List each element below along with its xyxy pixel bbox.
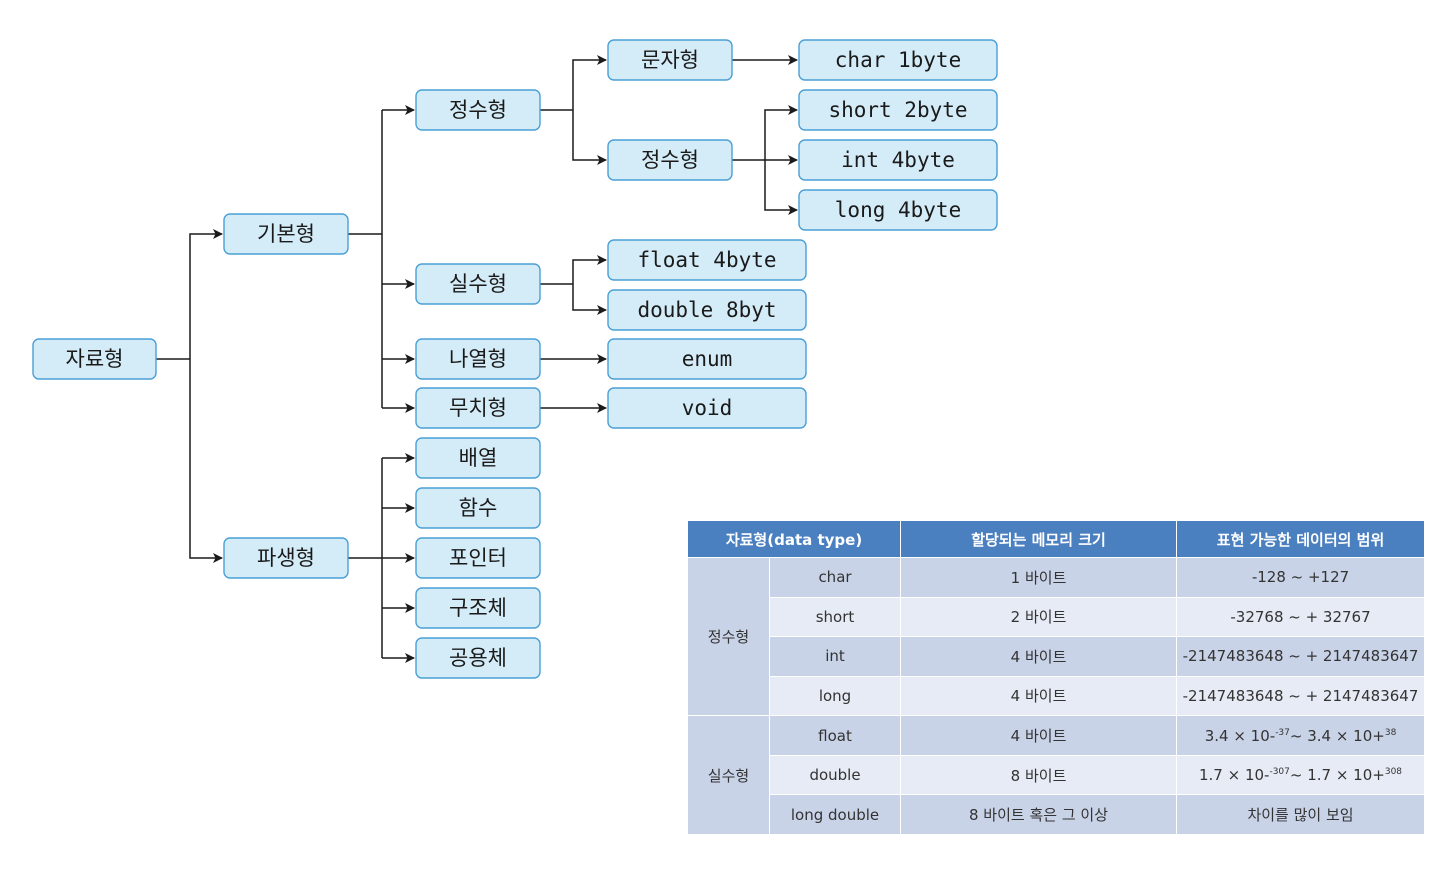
node-integer-group-label: 정수형 <box>449 98 507 122</box>
node-enum-kw: enum <box>607 338 807 380</box>
node-float-size-label: float 4byte <box>637 248 776 272</box>
node-struct-label: 구조체 <box>449 596 507 620</box>
header-memory-size: 할당되는 메모리 크기 <box>900 520 1178 558</box>
cell-type: char <box>768 557 902 598</box>
node-union: 공용체 <box>415 637 541 679</box>
node-enum-group-label: 나열형 <box>449 347 507 371</box>
connector-real-float <box>572 255 607 284</box>
cell-size: 4 바이트 <box>900 715 1178 756</box>
table-row: long 4 바이트 -2147483648 ~ + 2147483647 <box>688 675 1426 717</box>
range-exponent: -37 <box>1275 727 1290 738</box>
node-basic-label: 기본형 <box>257 222 315 246</box>
node-integer-group: 정수형 <box>415 89 541 131</box>
cell-range: -32768 ~ + 32767 <box>1176 596 1426 638</box>
node-int-kind: 정수형 <box>607 139 733 181</box>
cell-type: long <box>768 675 902 717</box>
cell-type: float <box>768 715 902 756</box>
connectors <box>156 55 798 663</box>
node-int-size-label: int 4byte <box>841 148 955 172</box>
table-header-row: 자료형(data type) 할당되는 메모리 크기 표현 가능한 데이터의 범… <box>686 520 1426 558</box>
node-int-size: int 4byte <box>798 139 998 181</box>
node-real-group-label: 실수형 <box>449 272 507 296</box>
range-part: 1.7 × 10- <box>1198 766 1270 785</box>
node-void-group-label: 무치형 <box>449 396 507 420</box>
cell-range: 차이를 많이 보임 <box>1176 794 1426 835</box>
range-exponent: -307 <box>1269 767 1290 778</box>
cell-size: 2 바이트 <box>900 596 1178 638</box>
connector-integer-int <box>572 110 607 165</box>
node-short-size: short 2byte <box>798 89 998 131</box>
node-void-kw-label: void <box>682 396 733 420</box>
node-short-size-label: short 2byte <box>828 98 967 122</box>
cell-type: int <box>768 636 902 677</box>
node-double-size: double 8byt <box>607 289 807 331</box>
range-part: ~ 1.7 × 10+ <box>1289 766 1385 785</box>
range-part: ~ 3.4 × 10+ <box>1289 726 1385 745</box>
cell-size: 8 바이트 혹은 그 이상 <box>900 794 1178 835</box>
cell-size: 8 바이트 <box>900 754 1178 796</box>
table-row: int 4 바이트 -2147483648 ~ + 2147483647 <box>688 636 1426 677</box>
node-function-label: 함수 <box>459 496 498 520</box>
node-int-kind-label: 정수형 <box>641 148 699 172</box>
cell-type: short <box>768 596 902 638</box>
table-row: 정수형 char 1 바이트 -128 ~ +127 <box>687 556 1426 717</box>
node-enum-kw-label: enum <box>682 347 733 371</box>
node-pointer: 포인터 <box>415 537 541 579</box>
node-char-size-label: char 1byte <box>835 48 961 72</box>
node-char-size: char 1byte <box>798 39 998 81</box>
connector-real-double <box>572 284 607 315</box>
connector-int-short <box>764 105 798 160</box>
cell-size: 4 바이트 <box>900 636 1178 677</box>
group-label-real: 실수형 <box>687 715 770 835</box>
table-row: short 2 바이트 -32768 ~ + 32767 <box>688 596 1426 638</box>
node-struct: 구조체 <box>415 587 541 629</box>
node-root-label: 자료형 <box>66 347 124 371</box>
range-exponent: 38 <box>1384 727 1397 738</box>
node-long-size: long 4byte <box>798 189 998 231</box>
cell-range: 3.4 × 10--37~ 3.4 × 10+38 <box>1176 715 1426 756</box>
node-char-kind: 문자형 <box>607 39 733 81</box>
cell-range: -2147483648 ~ + 2147483647 <box>1176 636 1426 677</box>
node-union-label: 공용체 <box>449 646 507 670</box>
header-data-type: 자료형(data type) <box>686 520 902 558</box>
node-double-size-label: double 8byt <box>637 298 776 322</box>
cell-range: 1.7 × 10--307~ 1.7 × 10+308 <box>1176 754 1426 796</box>
node-real-group: 실수형 <box>415 263 541 305</box>
data-type-table: 자료형(data type) 할당되는 메모리 크기 표현 가능한 데이터의 범… <box>686 520 1426 835</box>
cell-size: 1 바이트 <box>900 557 1178 598</box>
node-derived: 파생형 <box>223 537 349 579</box>
node-void-kw: void <box>607 387 807 429</box>
cell-type: double <box>768 754 902 796</box>
header-value-range: 표현 가능한 데이터의 범위 <box>1176 520 1426 558</box>
node-void-group: 무치형 <box>415 387 541 429</box>
node-long-size-label: long 4byte <box>835 198 961 222</box>
range-exponent: 308 <box>1384 767 1403 778</box>
connector-integer-char <box>572 55 607 110</box>
connector-root-derived <box>189 359 223 563</box>
table-row: 실수형 float 4 바이트 3.4 × 10--37~ 3.4 × 10+3… <box>687 715 1426 835</box>
node-array: 배열 <box>415 437 541 479</box>
node-enum-group: 나열형 <box>415 338 541 380</box>
connector-root-basic <box>189 229 223 359</box>
cell-type: long double <box>768 794 902 835</box>
node-array-label: 배열 <box>459 446 498 470</box>
cell-range: -128 ~ +127 <box>1176 557 1426 598</box>
table-row: long double 8 바이트 혹은 그 이상 차이를 많이 보임 <box>688 794 1426 835</box>
table-row: double 8 바이트 1.7 × 10--307~ 1.7 × 10+308 <box>688 754 1426 796</box>
node-char-kind-label: 문자형 <box>641 48 699 72</box>
cell-range: -2147483648 ~ + 2147483647 <box>1176 675 1426 717</box>
group-label-integer: 정수형 <box>687 556 770 717</box>
node-root: 자료형 <box>32 338 157 380</box>
range-part: 3.4 × 10- <box>1204 726 1276 745</box>
connector-int-long <box>764 160 798 215</box>
node-derived-label: 파생형 <box>257 546 315 570</box>
node-pointer-label: 포인터 <box>449 546 507 570</box>
node-float-size: float 4byte <box>607 239 807 281</box>
cell-size: 4 바이트 <box>900 675 1178 717</box>
node-basic: 기본형 <box>223 213 349 255</box>
node-function: 함수 <box>415 487 541 529</box>
